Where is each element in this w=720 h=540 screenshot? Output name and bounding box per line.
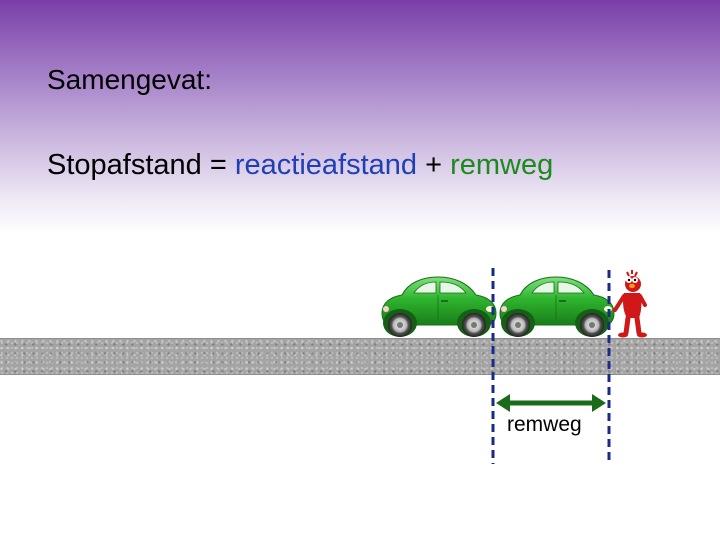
car-start-braking — [381, 276, 497, 338]
pedestrian-icon — [613, 270, 647, 338]
formula-plus: + — [417, 149, 451, 181]
braking-distance-arrow — [496, 394, 606, 412]
braking-distance-label: remweg — [507, 413, 582, 436]
formula-braking-distance: remweg — [450, 149, 554, 181]
car-stopped — [499, 276, 615, 338]
road — [0, 338, 720, 375]
slide-heading: Samengevat: — [47, 64, 212, 95]
formula-reaction-distance: reactieafstand — [234, 149, 418, 181]
formula-lhs: Stopafstand = — [47, 149, 235, 181]
stopping-distance-formula: Stopafstand = reactieafstand + remweg — [47, 149, 553, 182]
